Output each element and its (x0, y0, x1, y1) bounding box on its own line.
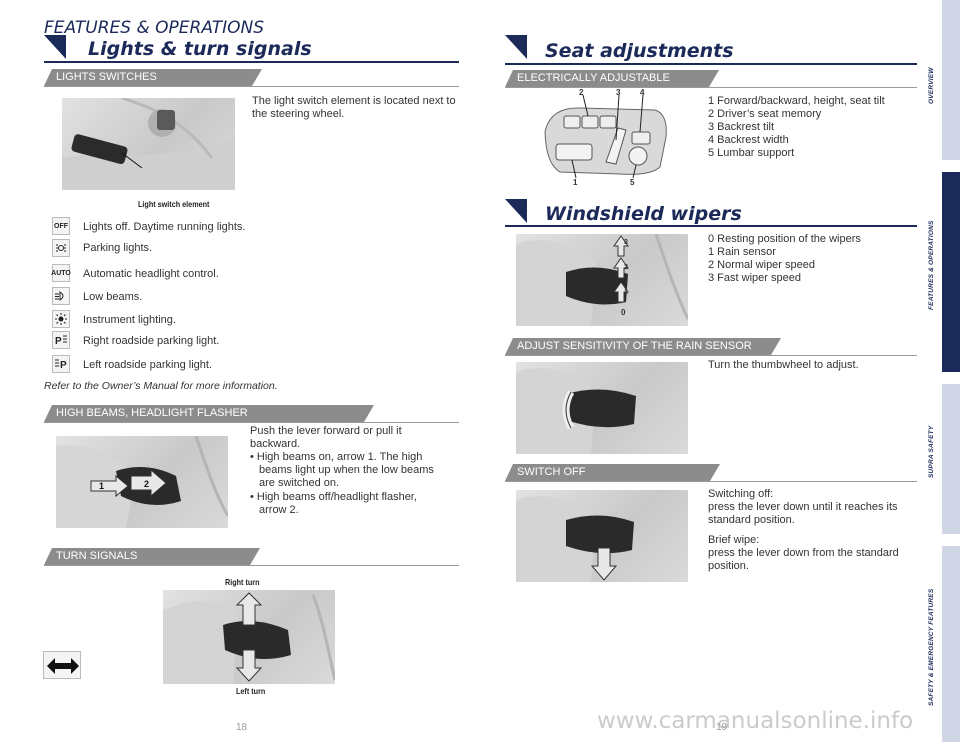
auto-headlight-label: Automatic headlight control. (83, 268, 219, 280)
lights-off-label: Lights off. Daytime running lights. (83, 221, 246, 233)
sidebar-tab-safety-emergency[interactable] (942, 546, 960, 742)
seat-item-4: 4 Backrest width (708, 134, 789, 146)
high-beams-rule (44, 422, 459, 423)
rain-sensor-banner: ADJUST SENSITIVITY OF THE RAIN SENSOR (505, 338, 781, 355)
turn-signals-rule (44, 565, 459, 566)
sidebar-tab-overview[interactable] (942, 0, 960, 160)
lights-switches-intro: The light switch element is located next… (252, 95, 456, 120)
left-turn-caption: Left turn (236, 686, 266, 696)
lights-title-rule (44, 61, 459, 63)
sidebar-tab-features[interactable] (942, 172, 960, 372)
sidebar-tab-supra-safety[interactable] (942, 384, 960, 534)
wiper-item-3: 3 Fast wiper speed (708, 272, 801, 284)
wiper-callout-2: 2 (624, 264, 628, 271)
wiper-item-2: 2 Normal wiper speed (708, 259, 815, 271)
rain-sensor-photo (516, 362, 688, 454)
left-roadside-parking-label: Left roadside parking light. (83, 359, 213, 371)
seat-item-3: 3 Backrest tilt (708, 121, 775, 133)
electrically-adjustable-rule (505, 87, 917, 88)
switch-off-photo (516, 490, 688, 582)
right-roadside-parking-icon: P (52, 331, 70, 349)
seat-callout-5: 5 (630, 178, 635, 187)
wiper-callout-1: 1 (624, 289, 628, 296)
switch-off-p2a: Brief wipe: (708, 534, 760, 546)
switch-off-banner: SWITCH OFF (505, 464, 720, 481)
wiper-callout-3: 3 (624, 239, 628, 246)
seat-callout-3: 3 (616, 88, 621, 97)
sidebar-label-overview[interactable]: OVERVIEW (928, 67, 935, 104)
rain-sensor-rule (505, 355, 917, 356)
seat-callout-4: 4 (640, 88, 645, 97)
wiper-callout-0: 0 (621, 308, 626, 317)
turn-signals-photo (163, 590, 335, 684)
high-beams-bullet2a: • High beams off/headlight flasher, (250, 491, 417, 503)
title-wedge-seat (505, 35, 527, 59)
watermark: www.carmanualsonline.info (597, 708, 914, 734)
lights-switches-banner: LIGHTS SWITCHES (44, 69, 262, 86)
high-beams-bullet1a: • High beams on, arrow 1. The high (250, 451, 423, 463)
wiper-item-1: 1 Rain sensor (708, 246, 776, 258)
seat-controls-diagram (540, 92, 672, 188)
high-beams-banner: HIGH BEAMS, HEADLIGHT FLASHER (44, 405, 374, 422)
svg-text:P: P (55, 336, 62, 347)
low-beams-label: Low beams. (83, 291, 143, 303)
sidebar-label-safety-emergency[interactable]: SAFETY & EMERGENCY FEATURES (928, 588, 935, 706)
light-switch-caption: Light switch element (138, 199, 210, 209)
lights-switches-rule (44, 86, 459, 87)
seat-callout-2: 2 (579, 88, 584, 97)
low-beam-icon (52, 287, 70, 305)
wiper-item-0: 0 Resting position of the wipers (708, 233, 861, 245)
high-beams-line2: backward. (250, 438, 301, 450)
owners-manual-note: Refer to the Owner’s Manual for more inf… (44, 380, 278, 392)
switch-off-p1a: Switching off: (708, 488, 774, 500)
turn-signal-indicator-icon (43, 651, 81, 679)
seat-item-2: 2 Driver’s seat memory (708, 108, 822, 120)
svg-text:P: P (60, 360, 67, 371)
sidebar-label-supra-safety[interactable]: SUPRA SAFETY (928, 425, 935, 478)
wipers-section-title: Windshield wipers (545, 203, 742, 225)
parking-lights-icon (52, 239, 70, 257)
instrument-lighting-label: Instrument lighting. (83, 314, 176, 326)
seat-title-rule (505, 63, 917, 65)
rain-sensor-text: Turn the thumbwheel to adjust. (708, 359, 859, 371)
sidebar-label-features[interactable]: FEATURES & OPERATIONS (928, 220, 935, 310)
instrument-lighting-icon (52, 310, 70, 328)
auto-icon: AUTO (51, 264, 71, 282)
section-header: FEATURES & OPERATIONS (44, 18, 265, 38)
parking-lights-label: Parking lights. (83, 242, 153, 254)
seat-callout-1: 1 (573, 178, 578, 187)
switch-off-rule (505, 481, 917, 482)
high-beams-bullet1c: are switched on. (259, 477, 340, 489)
high-beams-bullet2b: arrow 2. (259, 504, 299, 516)
off-icon: OFF (52, 217, 70, 235)
wipers-photo (516, 234, 688, 326)
light-switch-photo (62, 98, 235, 190)
title-wedge (44, 35, 66, 59)
switch-off-p2c: position. (708, 560, 749, 572)
seat-item-5: 5 Lumbar support (708, 147, 795, 159)
seat-section-title: Seat adjustments (545, 40, 734, 62)
page-number-right: 19 (716, 722, 728, 733)
switch-off-p1b: press the lever down until it reaches it… (708, 501, 898, 513)
switch-off-p1c: standard position. (708, 514, 795, 526)
lights-section-title: Lights & turn signals (88, 38, 312, 60)
wipers-title-rule (505, 225, 917, 227)
electrically-adjustable-banner: ELECTRICALLY ADJUSTABLE (505, 70, 719, 87)
left-roadside-parking-icon: P (52, 355, 70, 373)
svg-text:1: 1 (99, 481, 104, 491)
title-wedge-wipers (505, 199, 527, 223)
switch-off-p2b: press the lever down from the standard (708, 547, 899, 559)
right-turn-caption: Right turn (225, 577, 260, 587)
page-number-left: 18 (236, 722, 248, 733)
high-beams-photo: 1 2 (56, 436, 228, 528)
seat-item-1: 1 Forward/backward, height, seat tilt (708, 95, 885, 107)
right-roadside-parking-label: Right roadside parking light. (83, 335, 220, 347)
high-beams-bullet1b: beams light up when the low beams (259, 464, 434, 476)
svg-text:2: 2 (144, 479, 149, 489)
turn-signals-banner: TURN SIGNALS (44, 548, 260, 565)
high-beams-line1: Push the lever forward or pull it (250, 425, 402, 437)
